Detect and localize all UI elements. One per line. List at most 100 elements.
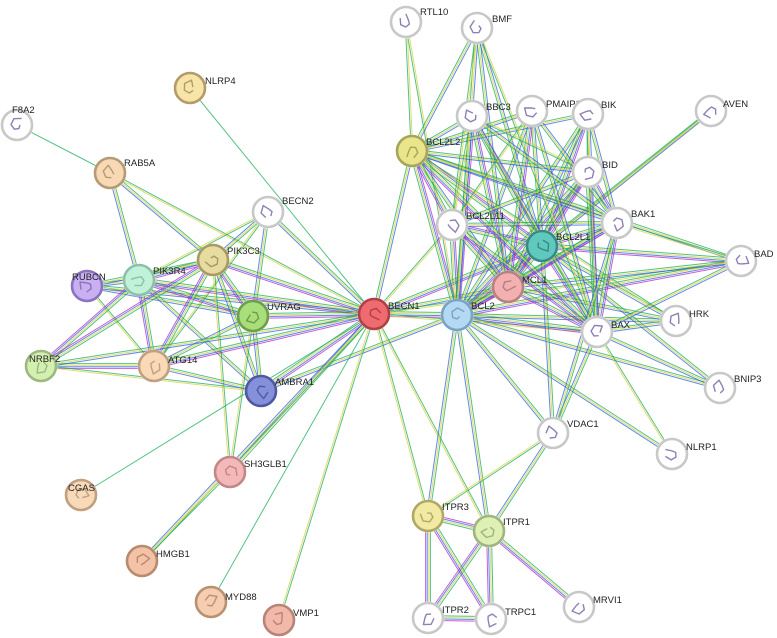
node-bcl2l1[interactable]: BCL2L1 xyxy=(525,229,591,263)
node-myd88[interactable]: MYD88 xyxy=(194,585,257,619)
node-circle[interactable] xyxy=(411,601,445,635)
node-label: UVRAG xyxy=(267,302,301,313)
node-bnip3[interactable]: BNIP3 xyxy=(703,371,762,405)
node-circle[interactable] xyxy=(571,155,605,189)
node-vmp1[interactable]: VMP1 xyxy=(262,603,319,637)
node-circle[interactable] xyxy=(93,156,127,190)
node-circle[interactable] xyxy=(137,349,171,383)
node-bmf[interactable]: BMF xyxy=(460,11,513,45)
node-label: MYD88 xyxy=(225,592,257,603)
node-circle[interactable] xyxy=(525,229,559,263)
node-circle[interactable] xyxy=(703,371,737,405)
node-circle[interactable] xyxy=(173,71,207,105)
edge-strand xyxy=(259,313,457,391)
node-circle[interactable] xyxy=(70,269,104,303)
node-bax[interactable]: BAX xyxy=(580,315,631,349)
protein-structure-icon xyxy=(669,312,680,327)
node-circle[interactable] xyxy=(562,590,596,624)
node-bcl2[interactable]: BCL2 xyxy=(440,298,495,332)
node-pmaip1[interactable]: PMAIP1 xyxy=(515,94,581,128)
node-becn1[interactable]: BECN1 xyxy=(357,297,420,331)
node-circle[interactable] xyxy=(196,243,230,277)
node-nlrp4[interactable]: NLRP4 xyxy=(173,71,236,105)
node-label: PMAIP1 xyxy=(546,99,581,110)
protein-structure-icon xyxy=(584,166,595,181)
edge-RAB5A-PIK3R4 xyxy=(107,172,142,281)
node-circle[interactable] xyxy=(125,544,159,578)
node-circle[interactable] xyxy=(491,270,525,304)
node-hmgb1[interactable]: HMGB1 xyxy=(125,544,190,578)
node-circle[interactable] xyxy=(694,94,728,128)
node-circle[interactable] xyxy=(0,108,34,142)
node-label: HRK xyxy=(689,309,710,320)
node-uvrag[interactable]: UVRAG xyxy=(236,299,301,333)
protein-structure-icon xyxy=(79,281,92,293)
node-circle[interactable] xyxy=(580,315,614,349)
node-itpr3[interactable]: ITPR3 xyxy=(411,499,469,533)
node-bid[interactable]: BID xyxy=(571,155,618,189)
edge-strand xyxy=(260,314,458,392)
node-label: BECN1 xyxy=(388,301,420,312)
node-circle[interactable] xyxy=(122,263,156,297)
node-bik[interactable]: BIK xyxy=(571,97,617,131)
node-mcl1[interactable]: MCL1 xyxy=(491,270,548,304)
node-bcl2l2[interactable]: BCL2L2 xyxy=(395,134,461,168)
node-circle[interactable] xyxy=(659,304,693,338)
node-circle[interactable] xyxy=(571,97,605,131)
node-rubcn[interactable]: RUBCN xyxy=(70,269,106,303)
node-becn2[interactable]: BECN2 xyxy=(251,195,314,229)
node-cgas[interactable]: CGAS xyxy=(64,478,98,512)
node-circle[interactable] xyxy=(389,5,423,39)
node-circle[interactable] xyxy=(474,602,508,636)
node-circle[interactable] xyxy=(24,349,58,383)
node-circle[interactable] xyxy=(455,99,489,133)
node-pik3r4[interactable]: PIK3R4 xyxy=(122,263,186,297)
node-vdac1[interactable]: VDAC1 xyxy=(536,416,599,450)
node-bad[interactable]: BAD xyxy=(724,244,774,278)
edge-BECN1-ITPR3 xyxy=(372,313,430,517)
node-circle[interactable] xyxy=(600,206,634,240)
node-circle[interactable] xyxy=(262,603,296,637)
node-bcl2l11[interactable]: BCL2L11 xyxy=(435,208,505,242)
node-itpr2[interactable]: ITPR2 xyxy=(411,601,469,635)
node-circle[interactable] xyxy=(213,455,247,489)
protein-structure-icon xyxy=(480,526,495,539)
node-atg14[interactable]: ATG14 xyxy=(137,349,198,383)
node-circle[interactable] xyxy=(411,499,445,533)
node-circle[interactable] xyxy=(515,94,549,128)
node-ambra1[interactable]: AMBRA1 xyxy=(244,374,315,408)
node-circle[interactable] xyxy=(435,208,469,242)
node-circle[interactable] xyxy=(440,298,474,332)
node-rtl10[interactable]: RTL10 xyxy=(389,5,449,39)
node-pik3c3[interactable]: PIK3C3 xyxy=(196,243,260,277)
edge-strand xyxy=(40,260,214,368)
node-rab5a[interactable]: RAB5A xyxy=(93,156,156,190)
node-circle[interactable] xyxy=(357,297,391,331)
node-circle[interactable] xyxy=(194,585,228,619)
edge-BECN1-ITPR1 xyxy=(372,313,491,532)
edge-strand xyxy=(412,149,599,332)
node-aven[interactable]: AVEN xyxy=(694,94,749,128)
node-hrk[interactable]: HRK xyxy=(659,304,710,338)
node-sh3glb1[interactable]: SH3GLB1 xyxy=(213,455,287,489)
node-circle[interactable] xyxy=(251,195,285,229)
node-bbc3[interactable]: BBC3 xyxy=(455,99,511,133)
node-circle[interactable] xyxy=(472,514,506,548)
node-mrvi1[interactable]: MRVI1 xyxy=(562,590,622,624)
node-label: NLRP4 xyxy=(205,76,236,87)
node-circle[interactable] xyxy=(64,478,98,512)
node-circle[interactable] xyxy=(236,299,270,333)
node-circle[interactable] xyxy=(395,134,429,168)
edge-strand xyxy=(228,315,253,473)
node-nrbf2[interactable]: NRBF2 xyxy=(24,349,61,383)
node-circle[interactable] xyxy=(536,416,570,450)
node-f8a2[interactable]: F8A2 xyxy=(0,105,35,142)
node-bak1[interactable]: BAK1 xyxy=(600,206,656,240)
node-itpr1[interactable]: ITPR1 xyxy=(472,514,530,548)
node-trpc1[interactable]: TRPC1 xyxy=(474,602,537,636)
node-circle[interactable] xyxy=(244,374,278,408)
node-nlrp1[interactable]: NLRP1 xyxy=(655,437,717,471)
node-circle[interactable] xyxy=(655,437,689,471)
node-circle[interactable] xyxy=(460,11,494,45)
node-circle[interactable] xyxy=(724,244,758,278)
